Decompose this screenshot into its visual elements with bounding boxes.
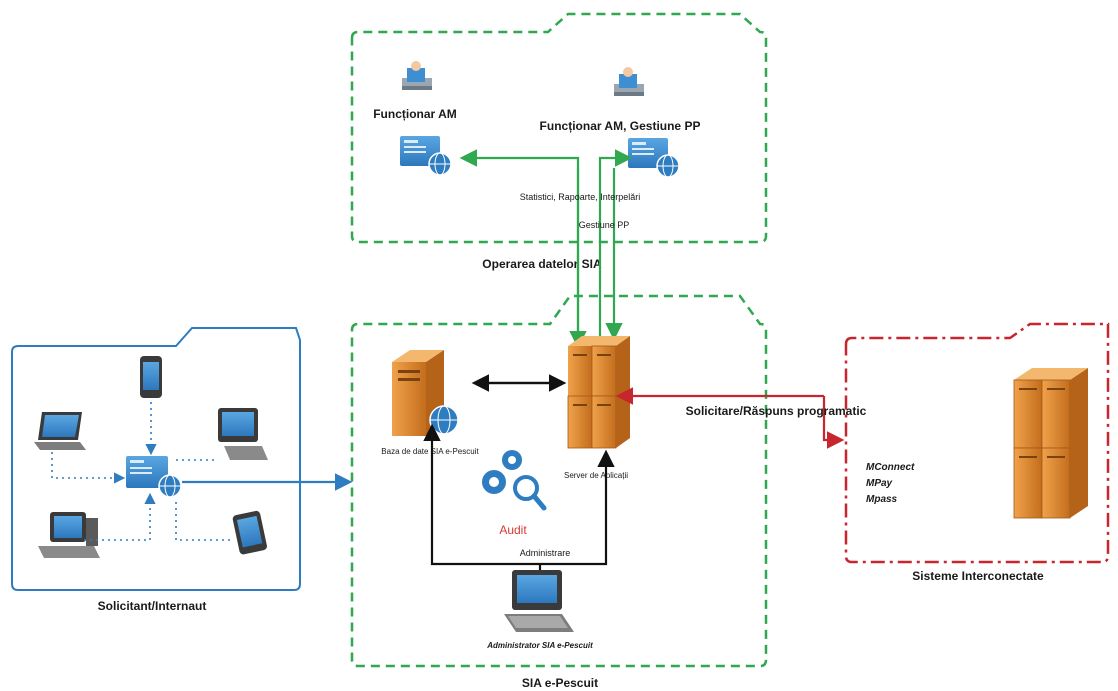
group-sia-label: SIA e-Pescuit: [522, 676, 598, 690]
device-connectors: [51, 402, 230, 541]
smartphone-icon: [140, 356, 162, 398]
red-arrows: [615, 387, 845, 449]
laptop-icon: [34, 412, 86, 450]
administrator-label: Administrator SIA e-Pescuit: [486, 641, 593, 650]
web-app-icon: [400, 136, 452, 176]
group-sia-box: [350, 294, 768, 668]
desktop-icon: [218, 408, 268, 460]
edge-gestiune-label: Gestiune PP: [579, 220, 630, 230]
audit-gears-icon: [482, 450, 547, 511]
user-icon: [614, 67, 644, 96]
baza-date-label: Baza de date SIA e-Pescuit: [381, 447, 479, 456]
admin-workstation-icon: [504, 570, 574, 632]
interconnected-servers-icon: [1013, 368, 1088, 519]
audit-label: Audit: [499, 523, 527, 537]
group-sisteme-label: Sisteme Interconectate: [912, 569, 1044, 583]
workstation-icon: [38, 512, 100, 558]
functionar-gestiune-label: Funcționar AM, Gestiune PP: [540, 119, 701, 133]
group-solicitant-label: Solicitant/Internaut: [98, 599, 207, 613]
portal-web-app-icon: [126, 456, 182, 498]
ext-system-mconnect: MConnect: [866, 462, 915, 473]
green-arrows: [459, 149, 633, 349]
application-server-icon: [567, 336, 630, 449]
edge-statistici-label: Statistici, Rapoarte, Interpelări: [520, 192, 641, 202]
user-icon: [402, 61, 432, 90]
tablet-icon: [232, 510, 267, 555]
group-solicitant-box: [11, 327, 302, 591]
web-app-icon: [628, 138, 680, 178]
group-operare-box: [350, 12, 768, 244]
functionar-am-label: Funcționar AM: [373, 107, 457, 121]
database-server-icon: [392, 350, 459, 436]
ext-system-mpass: Mpass: [866, 494, 898, 505]
edge-administrare-label: Administrare: [520, 548, 571, 558]
group-operare-label: Operarea datelor SIA: [482, 257, 602, 271]
group-sisteme-box: [844, 322, 1110, 564]
server-label: Server de Aplicații: [564, 471, 628, 480]
ext-system-mpay: MPay: [866, 478, 893, 489]
edge-solicitare-label: Solicitare/Răspuns programatic: [686, 404, 867, 418]
